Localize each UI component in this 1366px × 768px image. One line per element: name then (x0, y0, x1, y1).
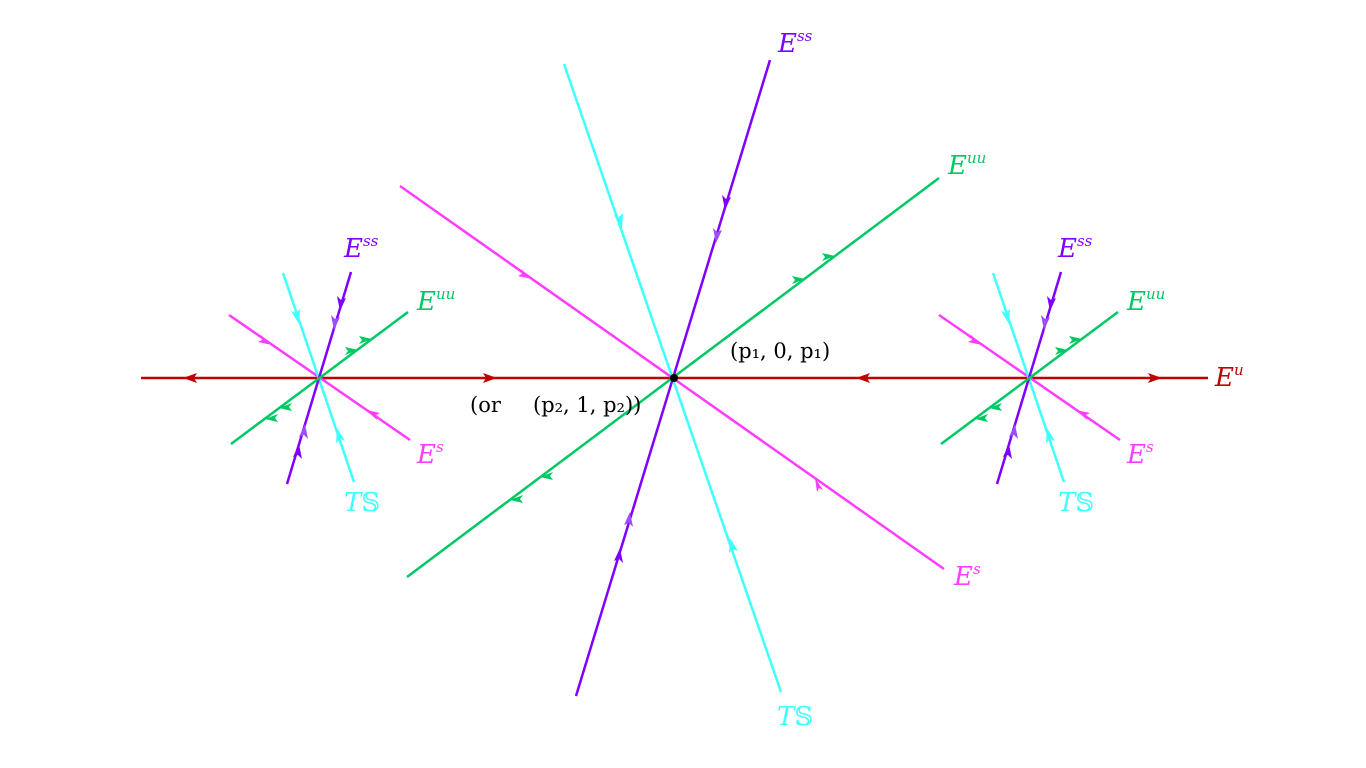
center-euu-arrow-lower-2 (510, 495, 523, 503)
left-ess-arrow-upper-2 (331, 315, 340, 330)
right-euu-arrow-upper-2 (1069, 336, 1082, 344)
center-euu-label: Euu (947, 149, 986, 181)
center-euu-arrow-upper-2 (822, 253, 835, 261)
left-ess-arrow-upper-1 (337, 296, 346, 311)
eu-arrow-left-outer (183, 373, 197, 383)
center-manifolds (399, 59, 945, 697)
center-ess-arrow-upper-1 (722, 195, 731, 210)
center-ess-arrow-lower-2 (614, 548, 623, 563)
center-euu-arrow-upper-1 (792, 276, 805, 284)
center-ts-arrow-lower (729, 538, 738, 553)
eu-arrow-right-outer (1148, 373, 1162, 383)
center-es-arrow-lower (815, 478, 823, 492)
left-ess-arrow-lower-1 (299, 424, 308, 439)
right-euu-arrow-lower-1 (989, 403, 1002, 411)
left-euu-label: Euu (416, 285, 455, 317)
point-p2-label: (p₂, 1, p₂)) (533, 393, 641, 417)
right-es-arrow-upper (968, 335, 982, 345)
left-euu-line (230, 310, 409, 446)
right-ess-arrow-upper-1 (1047, 296, 1056, 311)
right-euu-label: Euu (1126, 285, 1165, 317)
right-ess-arrow-upper-2 (1041, 315, 1050, 330)
right-ts-arrow-upper (1001, 309, 1010, 324)
left-es-label: Es (416, 438, 444, 470)
center-fixed-point (670, 374, 678, 382)
right-ess-arrow-lower-1 (1009, 424, 1018, 439)
left-es-arrow-lower (366, 410, 380, 420)
center-euu-arrow-lower-1 (540, 472, 553, 480)
eu-arrow-left-inner (483, 373, 497, 383)
left-manifolds (228, 271, 411, 485)
right-ess-label: Ess (1057, 232, 1093, 264)
eu-arrow-right-inner (856, 373, 870, 383)
center-ts-label: T𝕊 (777, 702, 813, 732)
left-ts-arrow-lower (336, 428, 345, 443)
left-ts-arrow-upper (291, 309, 300, 324)
right-ts-label: T𝕊 (1058, 488, 1094, 518)
center-es-label: Es (953, 560, 981, 592)
center-ts-arrow-upper (614, 213, 623, 228)
point-p1-label: (p₁, 0, p₁) (730, 339, 830, 363)
right-ts-arrow-lower (1046, 428, 1055, 443)
right-euu-arrow-lower-2 (975, 414, 988, 422)
left-ess-arrow-lower-2 (293, 444, 302, 459)
right-es-arrow-lower (1076, 410, 1090, 420)
center-ess-arrow-lower-1 (624, 512, 633, 527)
eu-label: Eu (1214, 361, 1244, 393)
right-euu-arrow-upper-1 (1055, 347, 1068, 355)
left-euu-arrow-lower-2 (265, 414, 278, 422)
center-es-arrow-upper (518, 269, 532, 279)
right-es-label: Es (1126, 438, 1154, 470)
center-ess-arrow-upper-2 (713, 228, 722, 243)
left-ess-label: Ess (343, 232, 379, 264)
left-euu-arrow-lower-1 (279, 403, 292, 411)
right-euu-line (940, 310, 1119, 446)
left-es-arrow-upper (258, 335, 272, 345)
left-euu-arrow-upper-2 (359, 336, 372, 344)
left-euu-arrow-upper-1 (345, 347, 358, 355)
center-ess-label: Ess (777, 27, 813, 59)
right-ess-arrow-lower-2 (1003, 444, 1012, 459)
left-ts-label: T𝕊 (344, 488, 380, 518)
right-manifolds (938, 271, 1121, 485)
or-label: (or (470, 393, 502, 417)
